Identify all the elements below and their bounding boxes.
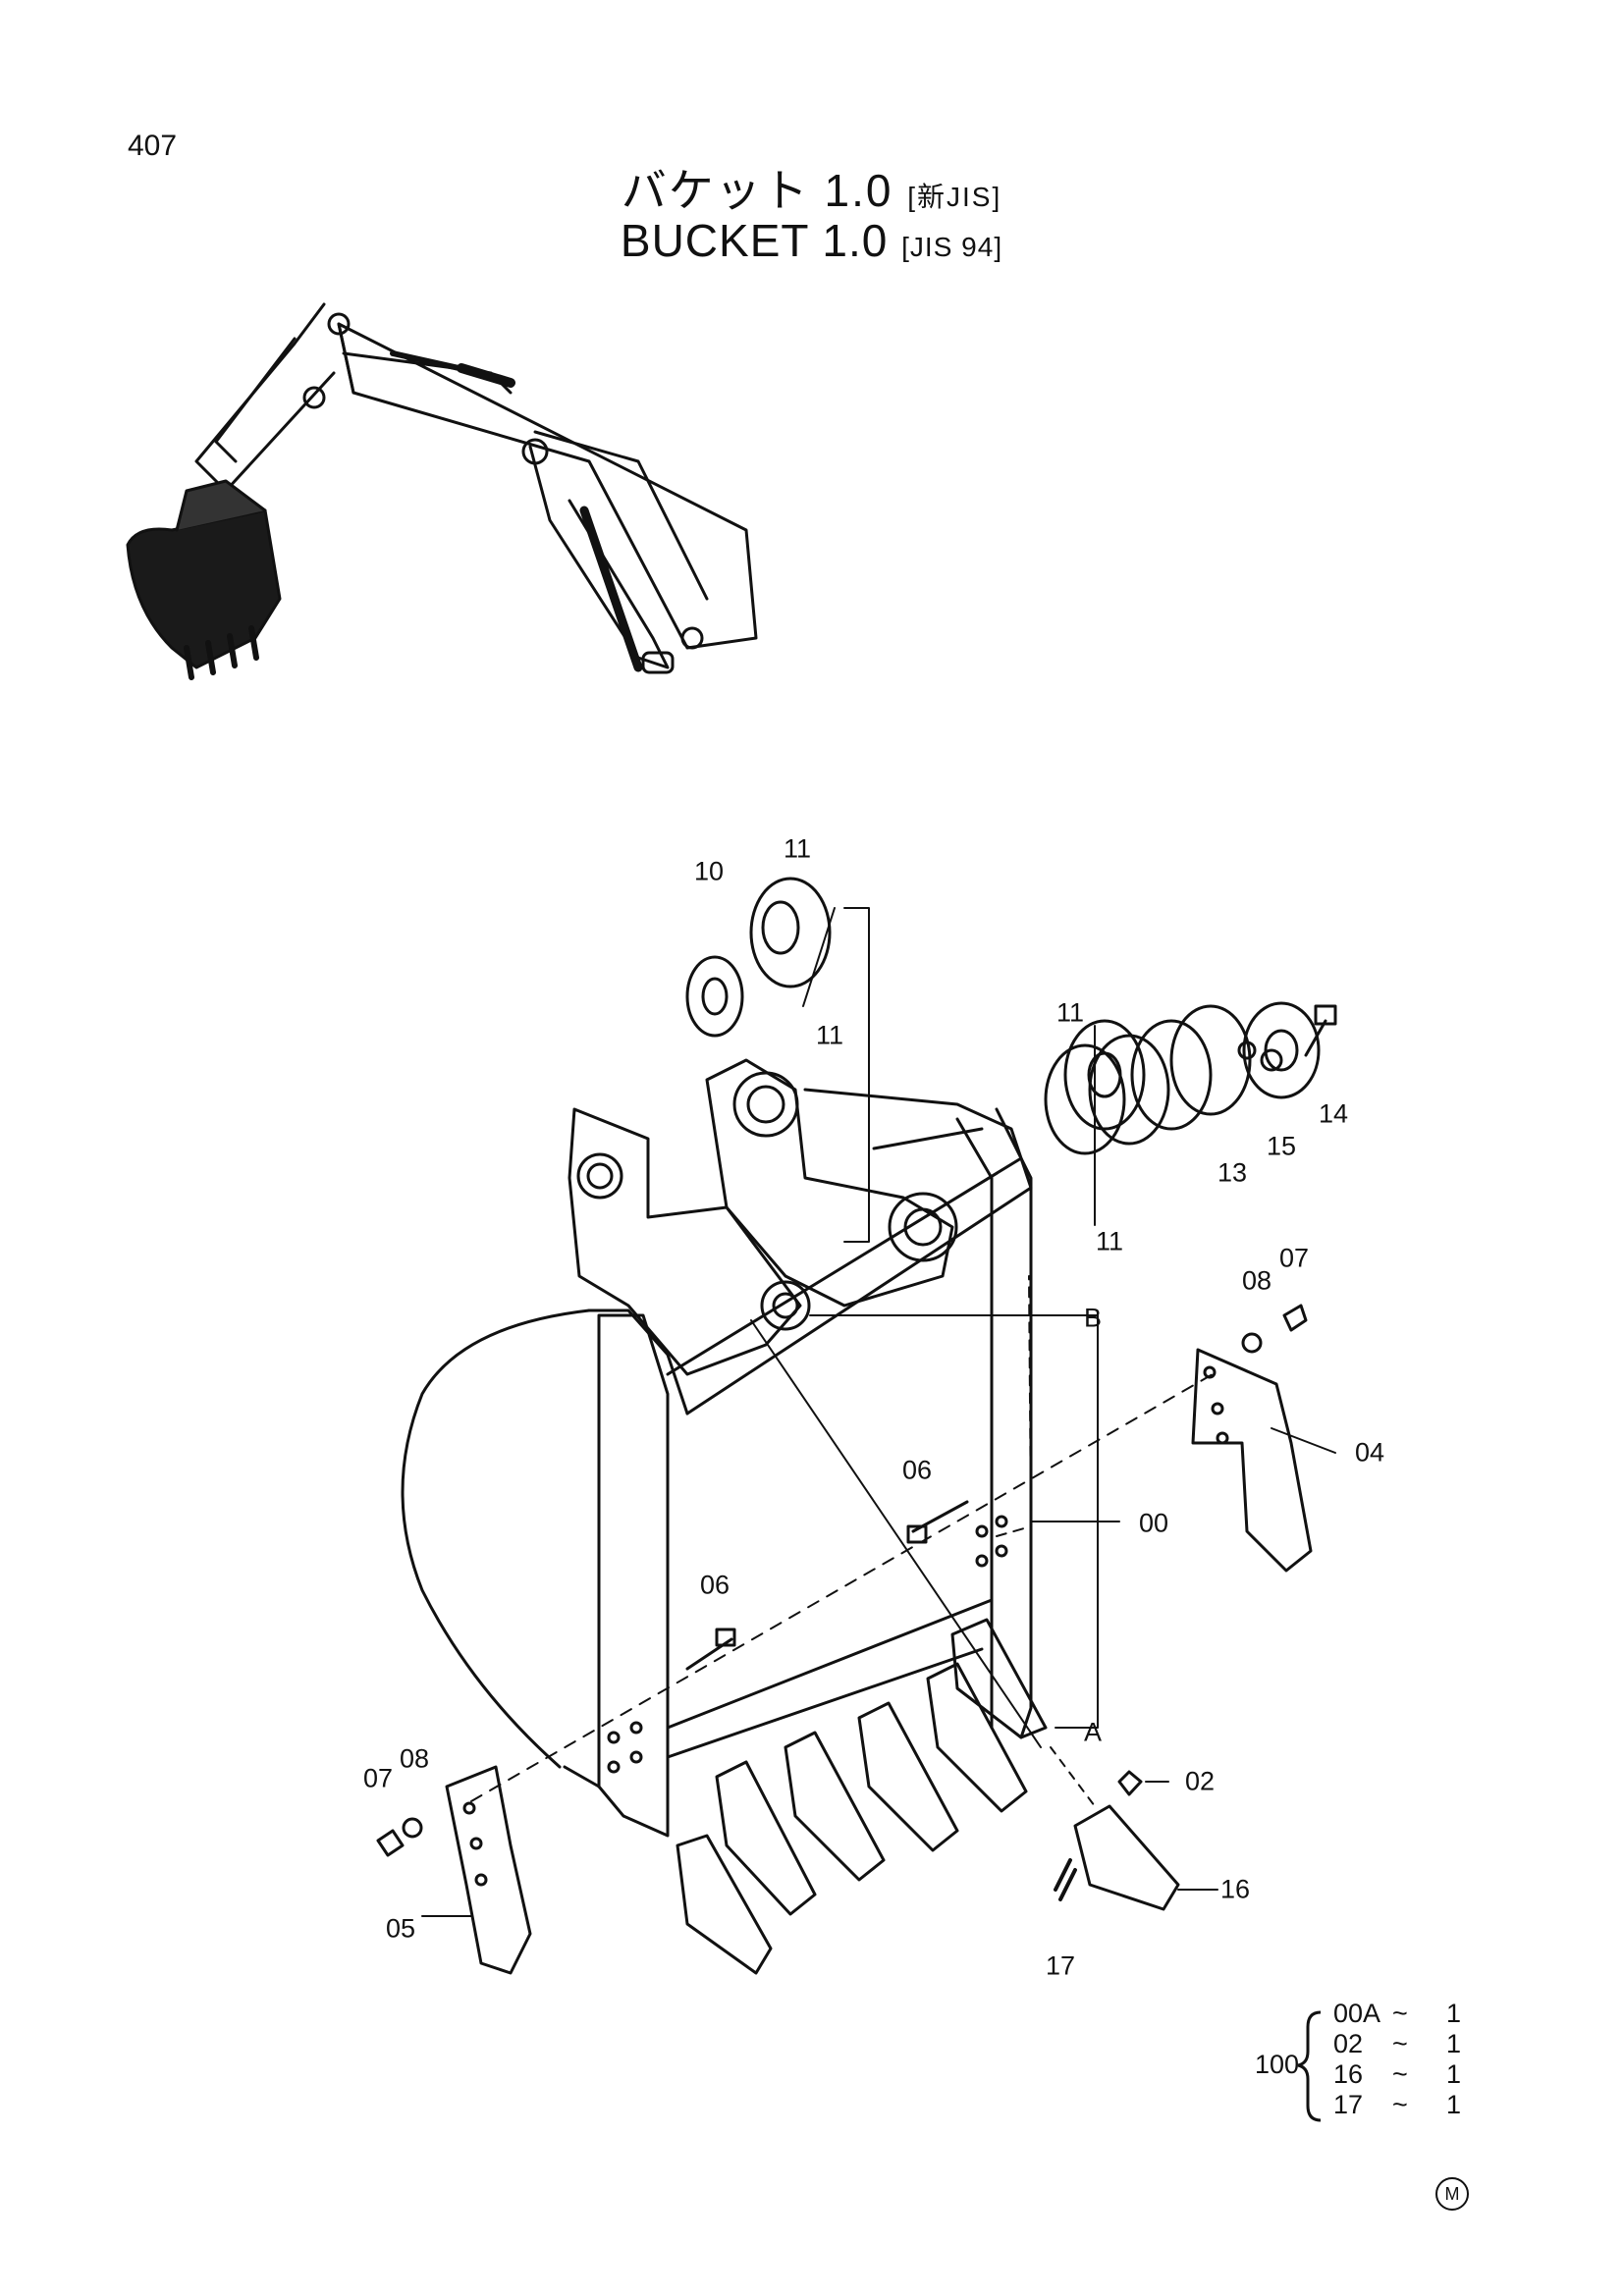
callout-17: 17	[1045, 1950, 1076, 1981]
callout-10: 10	[693, 856, 725, 886]
thumbnail-bucket	[126, 508, 282, 669]
callout-11-right-bottom: 11	[1095, 1226, 1124, 1256]
callout-11-middle: 11	[815, 1020, 844, 1050]
title-jp-tag: [新JIS]	[907, 182, 1002, 212]
callout-14: 14	[1318, 1098, 1349, 1129]
callout-04: 04	[1354, 1437, 1385, 1468]
excavator-thumbnail	[126, 302, 758, 680]
shim-parts	[685, 877, 1321, 1155]
callout-b: B	[1083, 1303, 1103, 1333]
title-english: BUCKET 1.0 [JIS 94]	[0, 214, 1623, 267]
title-en-text: BUCKET 1.0	[620, 215, 889, 266]
kit-row-part: 00A	[1333, 1999, 1381, 2028]
callout-06-upper: 06	[901, 1455, 933, 1485]
title-jp-text: バケット 1.0	[621, 165, 893, 216]
leader-lines	[421, 907, 1336, 1917]
kit-row-sep: ~	[1392, 1999, 1408, 2028]
callout-16: 16	[1219, 1874, 1251, 1904]
callout-13: 13	[1217, 1157, 1248, 1188]
bucket-teeth	[676, 1618, 1048, 1975]
kit-row-qty: 1	[1446, 2029, 1462, 2058]
bucket-exploded-view	[401, 1058, 1033, 1838]
circled-m-mark: M	[1435, 2177, 1469, 2211]
spare-tooth	[1073, 1804, 1180, 1911]
callout-05: 05	[385, 1913, 416, 1944]
kit-row-qty: 1	[1446, 2059, 1462, 2089]
callout-11-top: 11	[783, 833, 812, 864]
kit-row-qty: 1	[1446, 1999, 1462, 2028]
callout-07-right: 07	[1278, 1243, 1310, 1273]
callout-11-right-top: 11	[1055, 997, 1085, 1028]
kit-number: 100	[1255, 2050, 1300, 2079]
spare-pin	[1054, 1858, 1077, 1901]
callout-00: 00	[1138, 1508, 1169, 1538]
callout-06-lower: 06	[699, 1570, 730, 1600]
kit-row-qty: 1	[1446, 2090, 1462, 2119]
callout-15: 15	[1266, 1131, 1297, 1161]
title-en-tag: [JIS 94]	[901, 232, 1003, 262]
kit-row-part: 16	[1333, 2059, 1364, 2089]
kit-row-sep: ~	[1392, 2029, 1408, 2058]
callout-07-left: 07	[362, 1763, 394, 1793]
side-cutter-right	[1191, 1348, 1313, 1573]
kit-row-part: 02	[1333, 2029, 1364, 2058]
kit-row-sep: ~	[1392, 2059, 1408, 2089]
kit-row-part: 17	[1333, 2090, 1364, 2119]
page-number: 407	[128, 130, 178, 162]
kit-row-sep: ~	[1392, 2090, 1408, 2119]
fasteners	[376, 1004, 1337, 1857]
callout-a: A	[1083, 1717, 1103, 1747]
callout-08-left: 08	[399, 1743, 430, 1774]
title-japanese: バケット 1.0 [新JIS]	[0, 155, 1623, 220]
callout-08-right: 08	[1241, 1265, 1272, 1296]
side-cutter-left	[445, 1765, 532, 1975]
callout-02: 02	[1184, 1766, 1216, 1796]
